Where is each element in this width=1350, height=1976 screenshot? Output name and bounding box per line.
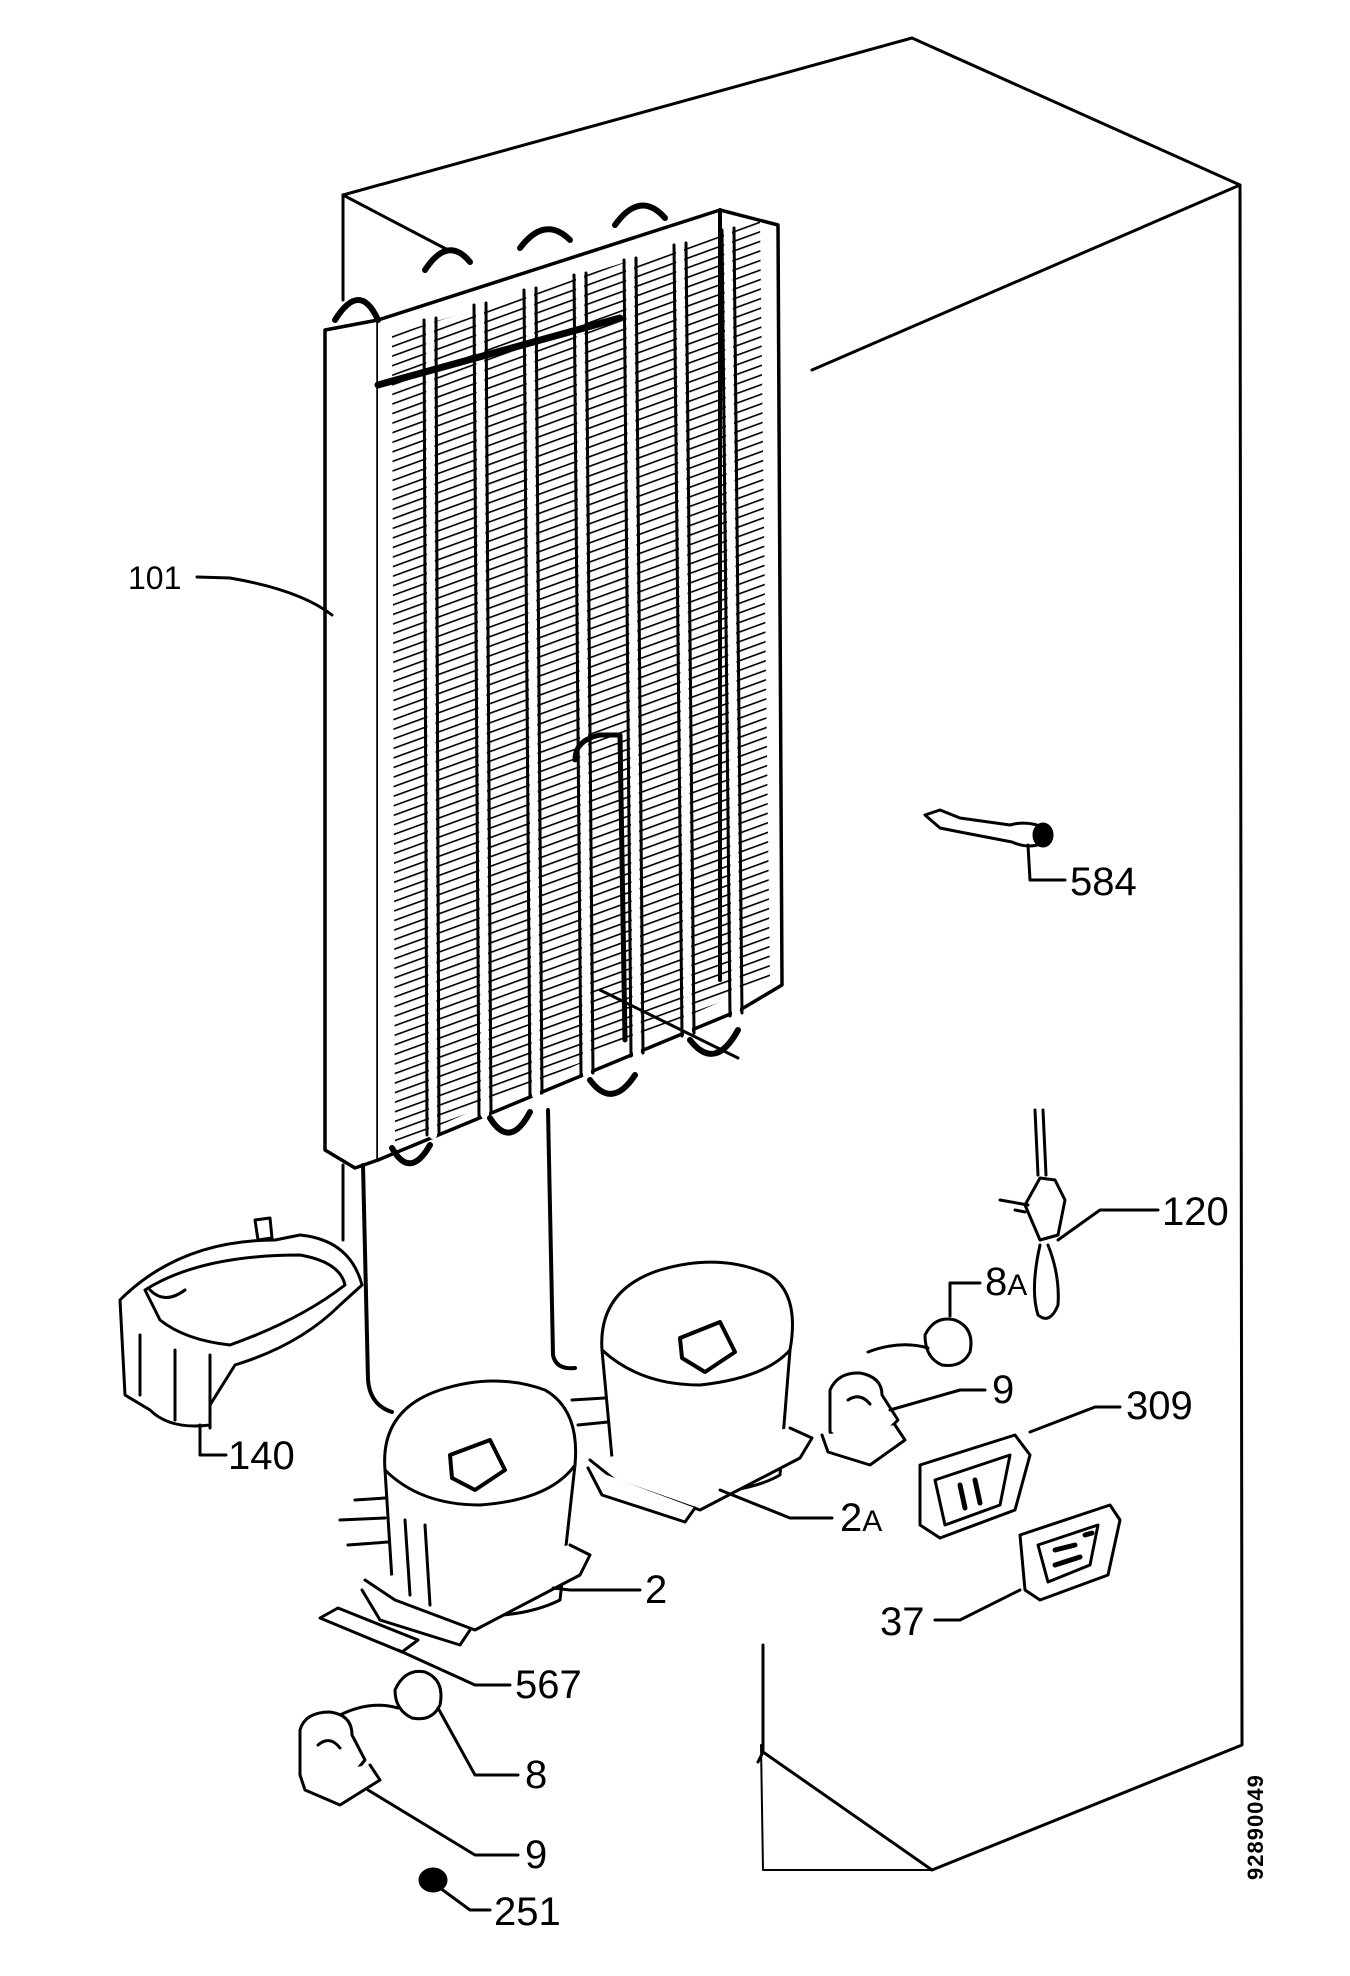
callout-101: 101 [128, 560, 182, 596]
condenser [323, 202, 784, 1170]
compressor [338, 1379, 592, 1647]
callout-2A: 2A [840, 1496, 883, 1540]
mounting-plate [318, 1606, 420, 1654]
electronic-module [1018, 1503, 1122, 1602]
cabinet-outline [341, 36, 1244, 1872]
callout-120: 120 [1162, 1190, 1229, 1234]
thermostat-capillary [998, 1108, 1067, 1320]
relay-upper [820, 1317, 973, 1467]
callout-567: 567 [515, 1663, 582, 1707]
callout-309: 309 [1126, 1384, 1193, 1428]
callout-251: 251 [494, 1890, 561, 1934]
callout-8: 8 [525, 1753, 548, 1797]
callout-8A: 8A [985, 1260, 1028, 1304]
grommet [418, 1867, 448, 1893]
refrigerant-pipes [361, 1108, 577, 1414]
callout-9-lower: 9 [525, 1833, 548, 1877]
callout-140: 140 [228, 1434, 295, 1478]
compressor-alt [570, 1260, 814, 1524]
overload-protector [918, 1433, 1032, 1540]
sensor [923, 808, 1054, 848]
drip-tray [118, 1216, 364, 1430]
callout-584: 584 [1070, 860, 1137, 904]
callout-2: 2 [645, 1568, 668, 1612]
document-number: 92890049 [1243, 1774, 1268, 1880]
callout-9-upper: 9 [992, 1368, 1015, 1412]
callout-37: 37 [880, 1600, 925, 1644]
relay-lower [298, 1669, 443, 1807]
leader-lines [195, 575, 1160, 1912]
